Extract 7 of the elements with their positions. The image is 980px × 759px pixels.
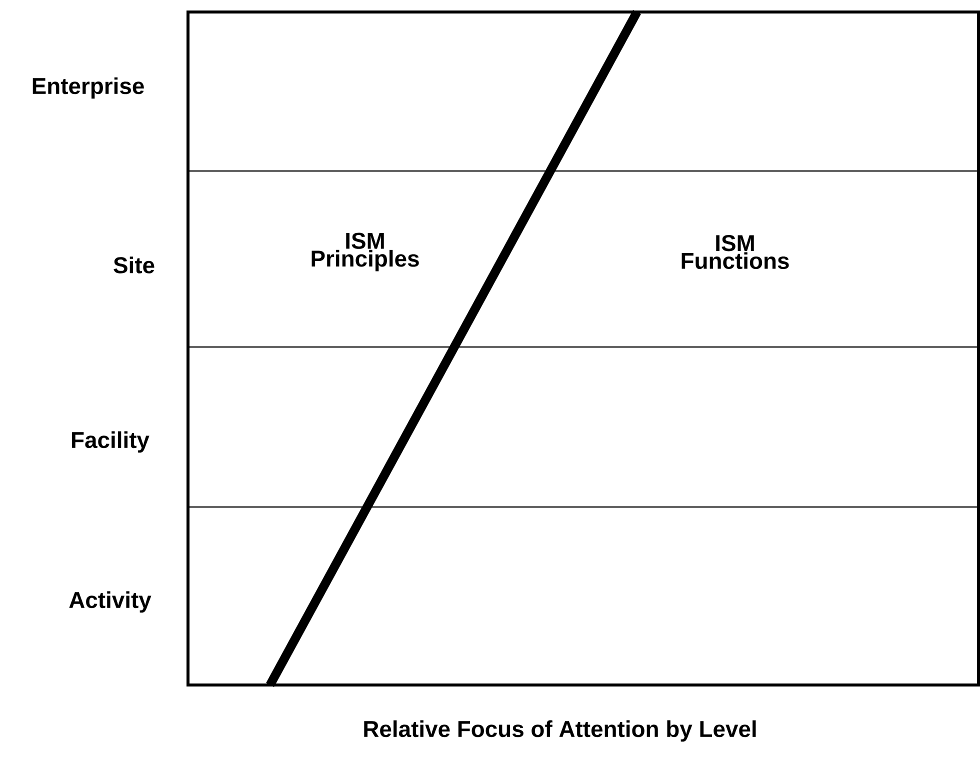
- row-label: Enterprise: [32, 77, 144, 99]
- caption: Relative Focus of Attention by Level: [364, 720, 756, 742]
- row-label: Activity: [69, 591, 152, 613]
- row-label: Facility: [72, 431, 150, 453]
- region-label: ISM Functions: [682, 234, 789, 270]
- row-label: Site: [114, 256, 154, 274]
- region-label: ISM Principles: [312, 232, 419, 272]
